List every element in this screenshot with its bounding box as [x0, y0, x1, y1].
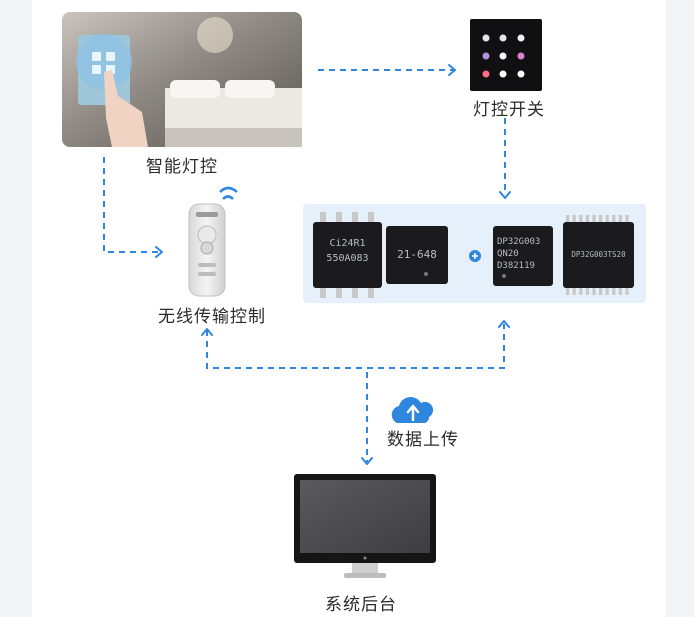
smart-control-photo: [62, 12, 302, 147]
chip-3: [493, 226, 553, 286]
chip-4-pin: [572, 215, 576, 223]
arrow-loop-remote-chips: [206, 324, 505, 369]
chip-4-label: DP32G003TS20: [571, 250, 626, 259]
chip-4-pin: [579, 287, 583, 295]
label-wireless: 无线传输控制: [158, 307, 266, 327]
chip-4-pin: [618, 287, 622, 295]
chip-4-pin: [592, 287, 596, 295]
chip-2-label: 21-648: [397, 248, 437, 261]
chip-3-line-2: QN20: [497, 249, 519, 259]
wireless-signal-icon: [222, 195, 234, 200]
chip-4-pin: [599, 215, 603, 223]
arrowheads: [155, 64, 511, 465]
cloud-upload-icon: [391, 397, 434, 423]
chip-4-pin: [625, 215, 629, 223]
chip-4-pin: [605, 287, 609, 295]
chip-panel: [303, 204, 646, 303]
chip-1-line-2: 550A083: [326, 253, 369, 264]
chip-4-pin: [579, 215, 583, 223]
chip-4-pin: [566, 215, 570, 223]
light-switch-panel: [470, 19, 542, 91]
chip-4-pin: [599, 287, 603, 295]
label-smart-control: 智能灯控: [146, 157, 218, 177]
chip-1-line-1: Ci24R1: [329, 238, 366, 249]
chip-4-pin: [605, 215, 609, 223]
chip-4-pin: [566, 287, 570, 295]
label-backend: 系统后台: [325, 595, 397, 615]
monitor-icon: [294, 474, 436, 578]
chip-4-pin: [625, 287, 629, 295]
arrow-photo-to-remote: [103, 157, 160, 253]
chip-4-pin: [618, 215, 622, 223]
chip-4-pin: [585, 215, 589, 223]
chip-4-pin: [585, 287, 589, 295]
connectors: [103, 69, 506, 462]
chip-2: [386, 226, 448, 284]
label-upload: 数据上传: [387, 430, 459, 450]
hand-shape: [104, 70, 148, 147]
chip-4: [563, 215, 634, 295]
label-light-switch: 灯控开关: [473, 100, 545, 120]
chip-3-line-3: D382119: [497, 261, 535, 271]
chip-1: [313, 212, 382, 298]
chip-4-pin: [612, 287, 616, 295]
remote-control: [188, 186, 238, 297]
chip-3-line-1: DP32G003: [497, 237, 541, 247]
chip-4-pin: [572, 287, 576, 295]
chip-4-pin: [612, 215, 616, 223]
chip-4-pin: [592, 215, 596, 223]
